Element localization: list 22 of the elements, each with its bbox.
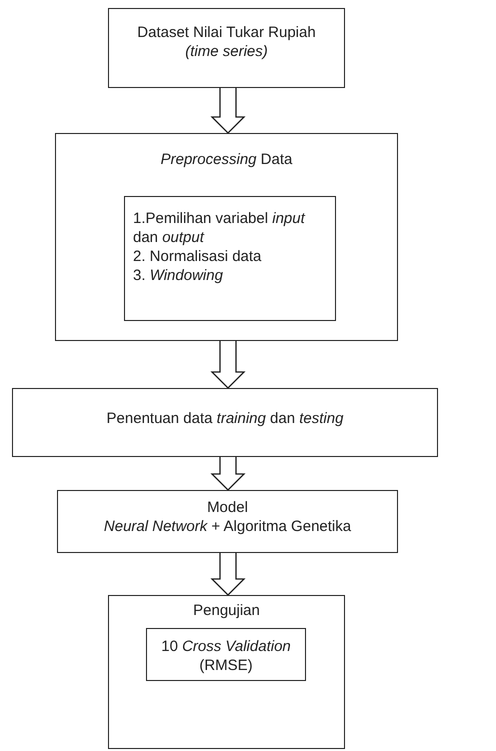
block-arrow bbox=[210, 87, 246, 134]
box-text: Preprocessing Data bbox=[160, 150, 294, 169]
box-text: Penentuan data training dan testing bbox=[106, 409, 344, 428]
process-box bbox=[55, 133, 398, 341]
box-text: (time series) bbox=[184, 42, 269, 61]
box-text: 10 Cross Validation (RMSE) bbox=[160, 637, 292, 675]
process-box bbox=[108, 595, 345, 749]
block-arrow bbox=[210, 552, 246, 596]
process-box bbox=[108, 8, 345, 88]
box-text: Dataset Nilai Tukar Rupiah bbox=[136, 23, 317, 42]
box-text: Neural Network + Algoritma Genetika bbox=[102, 517, 352, 536]
box-text: 1.Pemilihan variabel input dan output bbox=[133, 209, 306, 247]
block-arrow bbox=[210, 456, 246, 491]
process-box bbox=[146, 628, 306, 681]
box-text: 3. Windowing bbox=[133, 266, 224, 285]
process-box bbox=[124, 196, 336, 321]
box-text: Model bbox=[206, 498, 249, 517]
block-arrow bbox=[210, 340, 246, 389]
box-text: Pengujian bbox=[192, 601, 261, 620]
process-box bbox=[57, 490, 398, 553]
process-box bbox=[12, 388, 438, 457]
box-text: 2. Normalisasi data bbox=[133, 247, 262, 266]
